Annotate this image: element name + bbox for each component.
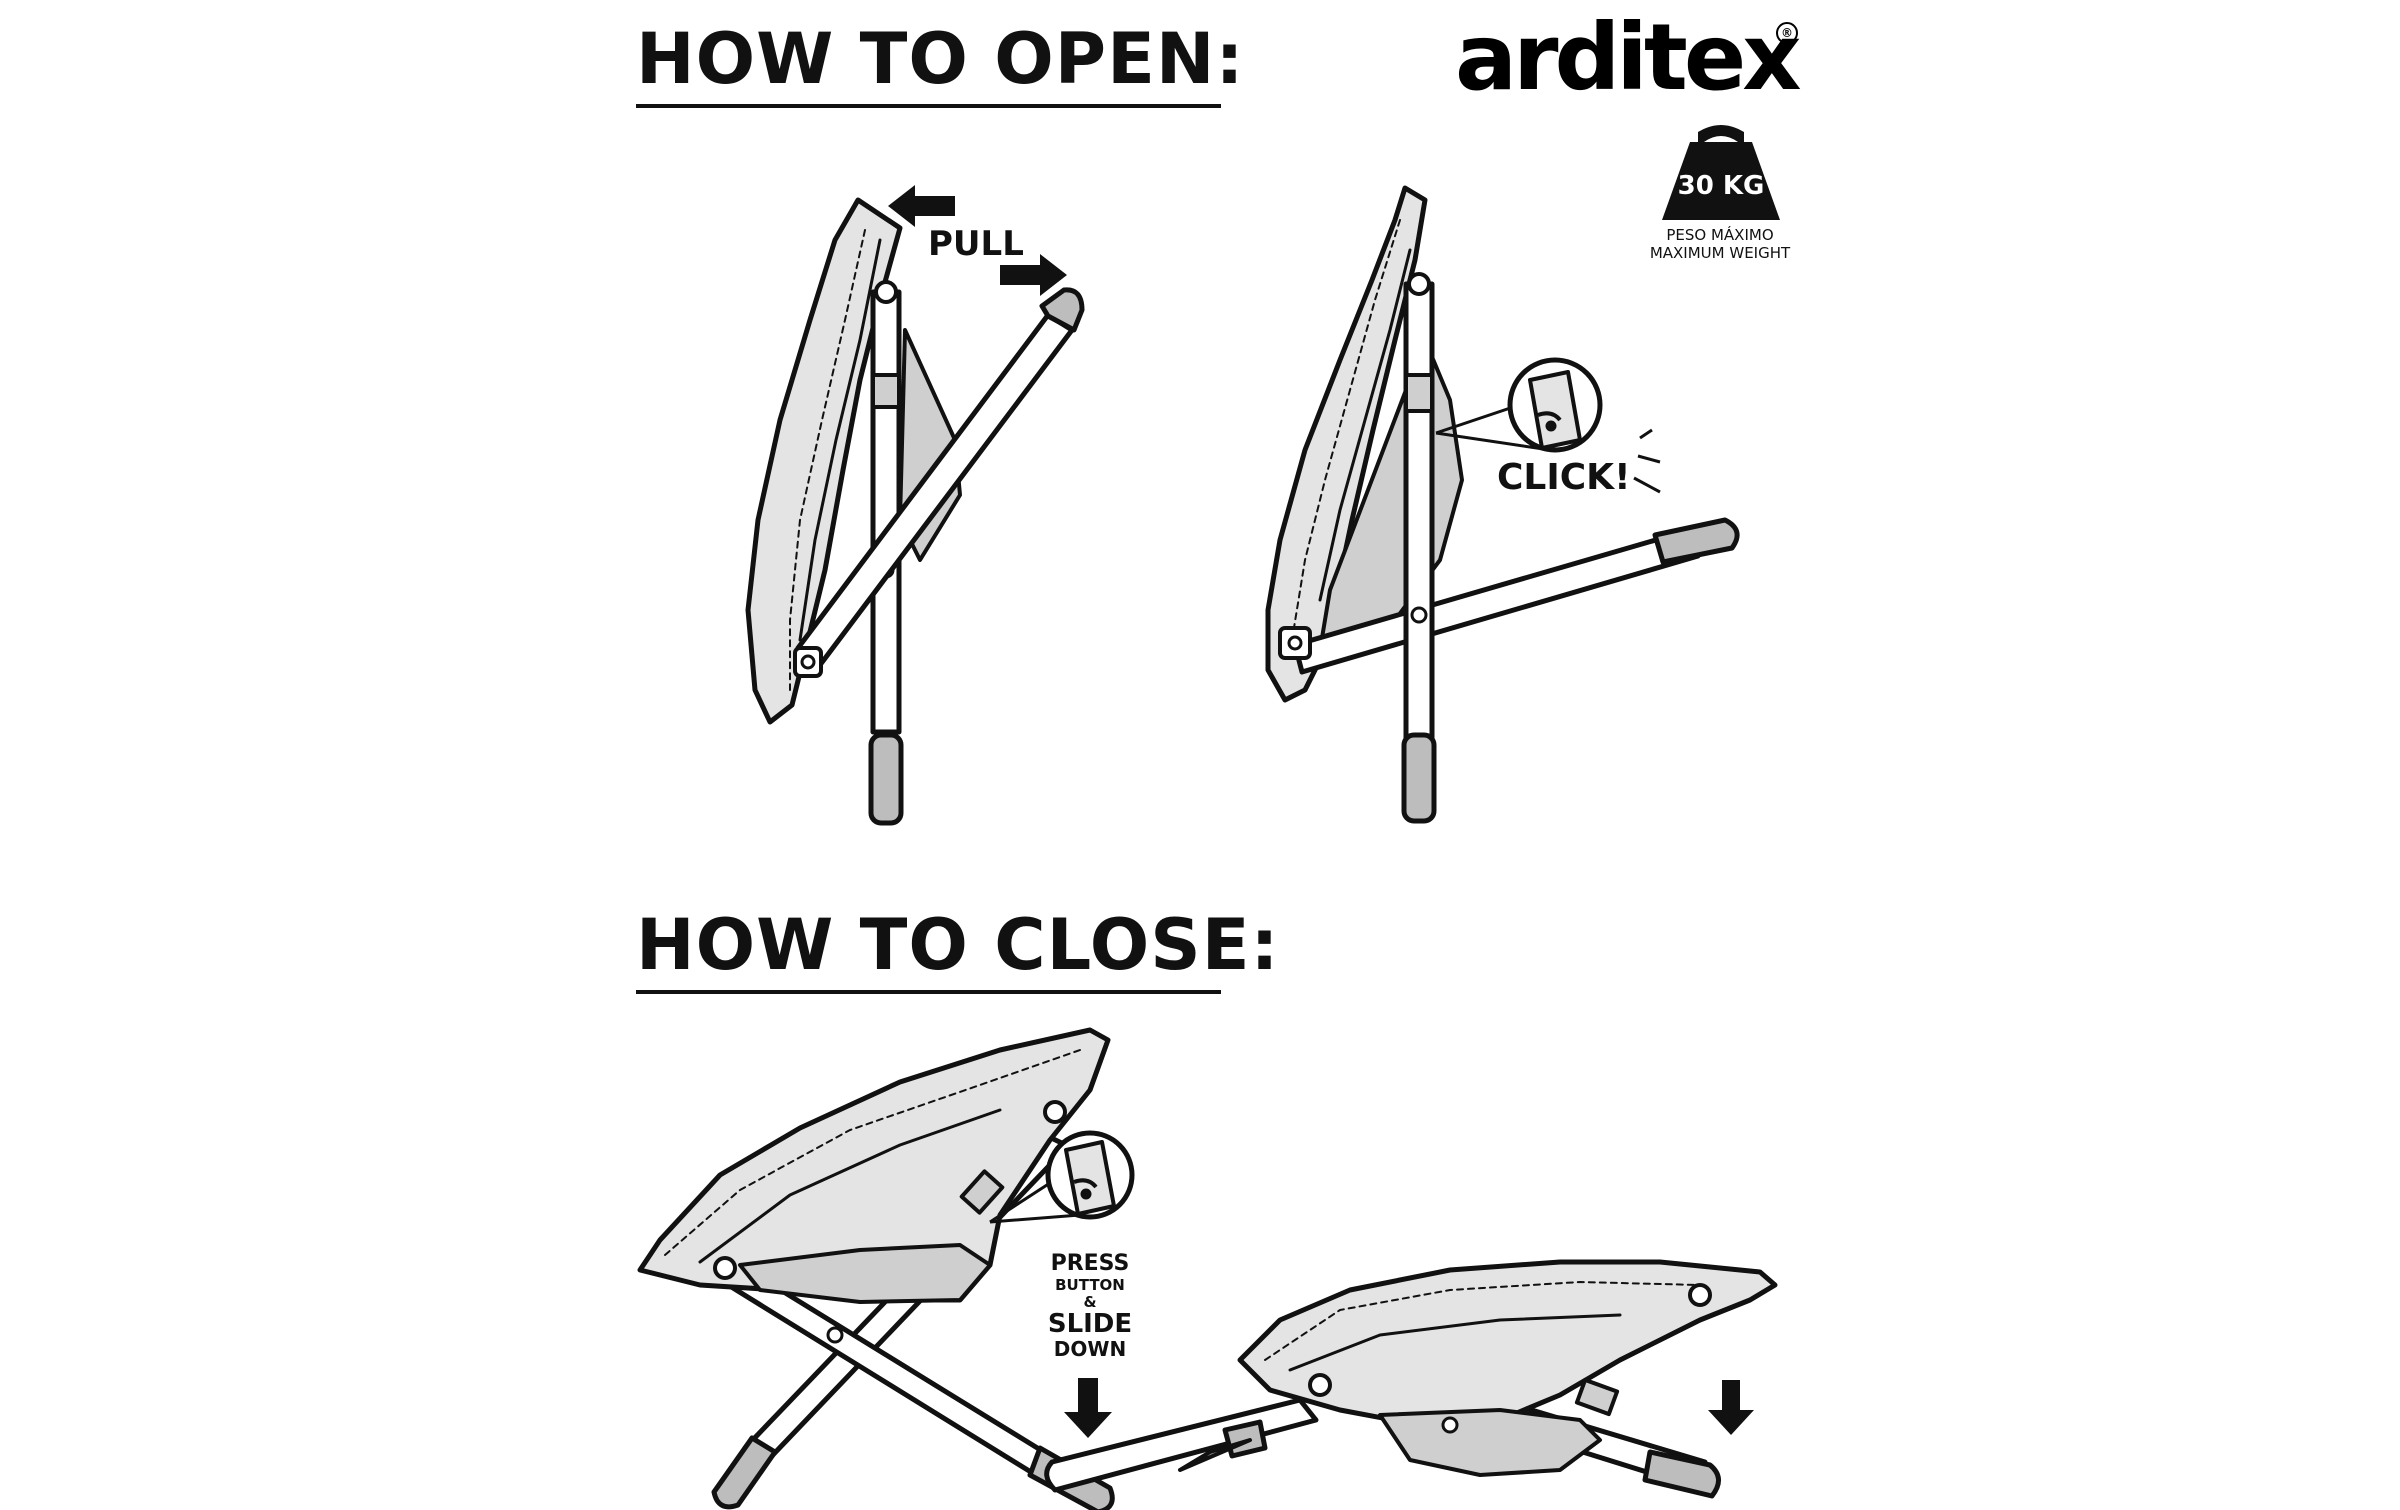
how-to-open-heading: HOW TO OPEN: xyxy=(636,14,1244,108)
rear-leg-foot-cap xyxy=(1039,287,1085,333)
weight-badge: 30 KG xyxy=(1662,126,1780,226)
instruction-line: SLIDE xyxy=(1047,1309,1133,1339)
open-step2-locked-stool xyxy=(1265,185,1740,824)
front-leg-hinge-top xyxy=(874,280,898,304)
max-weight-caption-es: PESO MÁXIMO xyxy=(1666,226,1774,244)
front-leg-joint xyxy=(959,1169,1005,1215)
arrow-right-icon xyxy=(1000,254,1067,296)
seat-fabric-folded xyxy=(1265,185,1428,703)
cross-pivot xyxy=(1441,1416,1459,1434)
front-leg-tube xyxy=(870,289,902,735)
rear-leg-foot-cap xyxy=(1642,1449,1721,1499)
max-weight-value: 30 KG xyxy=(1677,171,1765,201)
arrow-down-icon xyxy=(1064,1378,1112,1438)
weight-icon xyxy=(1662,125,1780,220)
rear-leg-joint xyxy=(1574,1377,1620,1417)
front-leg-foot-cap xyxy=(868,732,904,826)
how-to-close-heading: HOW TO CLOSE: xyxy=(636,900,1279,994)
front-leg-foot-cap xyxy=(711,1435,778,1510)
front-leg-tube xyxy=(1403,281,1435,743)
instruction-line: PRESS xyxy=(1050,1251,1130,1276)
front-leg-foot-cap xyxy=(1222,1419,1268,1459)
front-leg-joint xyxy=(871,373,901,409)
rear-leg-foot-cap xyxy=(1652,517,1740,565)
click-label: CLICK! xyxy=(1497,457,1631,498)
registered-mark: ® xyxy=(1776,22,1798,44)
front-leg-joint xyxy=(1404,373,1434,413)
press-button-instruction: PRESS BUTTON & SLIDE DOWN xyxy=(1040,1251,1140,1361)
arrow-left-icon xyxy=(888,185,955,227)
front-leg-hinge-top xyxy=(1407,272,1431,296)
instruction-line: DOWN xyxy=(1053,1337,1127,1361)
pull-label: PULL xyxy=(928,224,1024,264)
close-step2-folding-stool xyxy=(1044,1259,1778,1499)
max-weight-caption-en: MAXIMUM WEIGHT xyxy=(1649,244,1791,262)
cross-pivot xyxy=(826,1326,844,1344)
arrow-down-icon xyxy=(1708,1380,1754,1435)
seat-underside xyxy=(738,1243,992,1304)
open-step1-folded-stool xyxy=(745,197,1085,826)
brand-logo: arditex xyxy=(1455,4,1802,111)
press-zoom-callout xyxy=(989,1130,1135,1224)
click-zoom-callout xyxy=(1435,357,1661,494)
click-burst-icon xyxy=(1633,428,1661,494)
pull-arrows xyxy=(888,185,1067,296)
seat-underside xyxy=(1378,1408,1602,1477)
instruction-line: & xyxy=(1083,1293,1097,1311)
instruction-line: BUTTON xyxy=(1055,1276,1125,1294)
front-leg-foot-cap xyxy=(1401,732,1437,824)
